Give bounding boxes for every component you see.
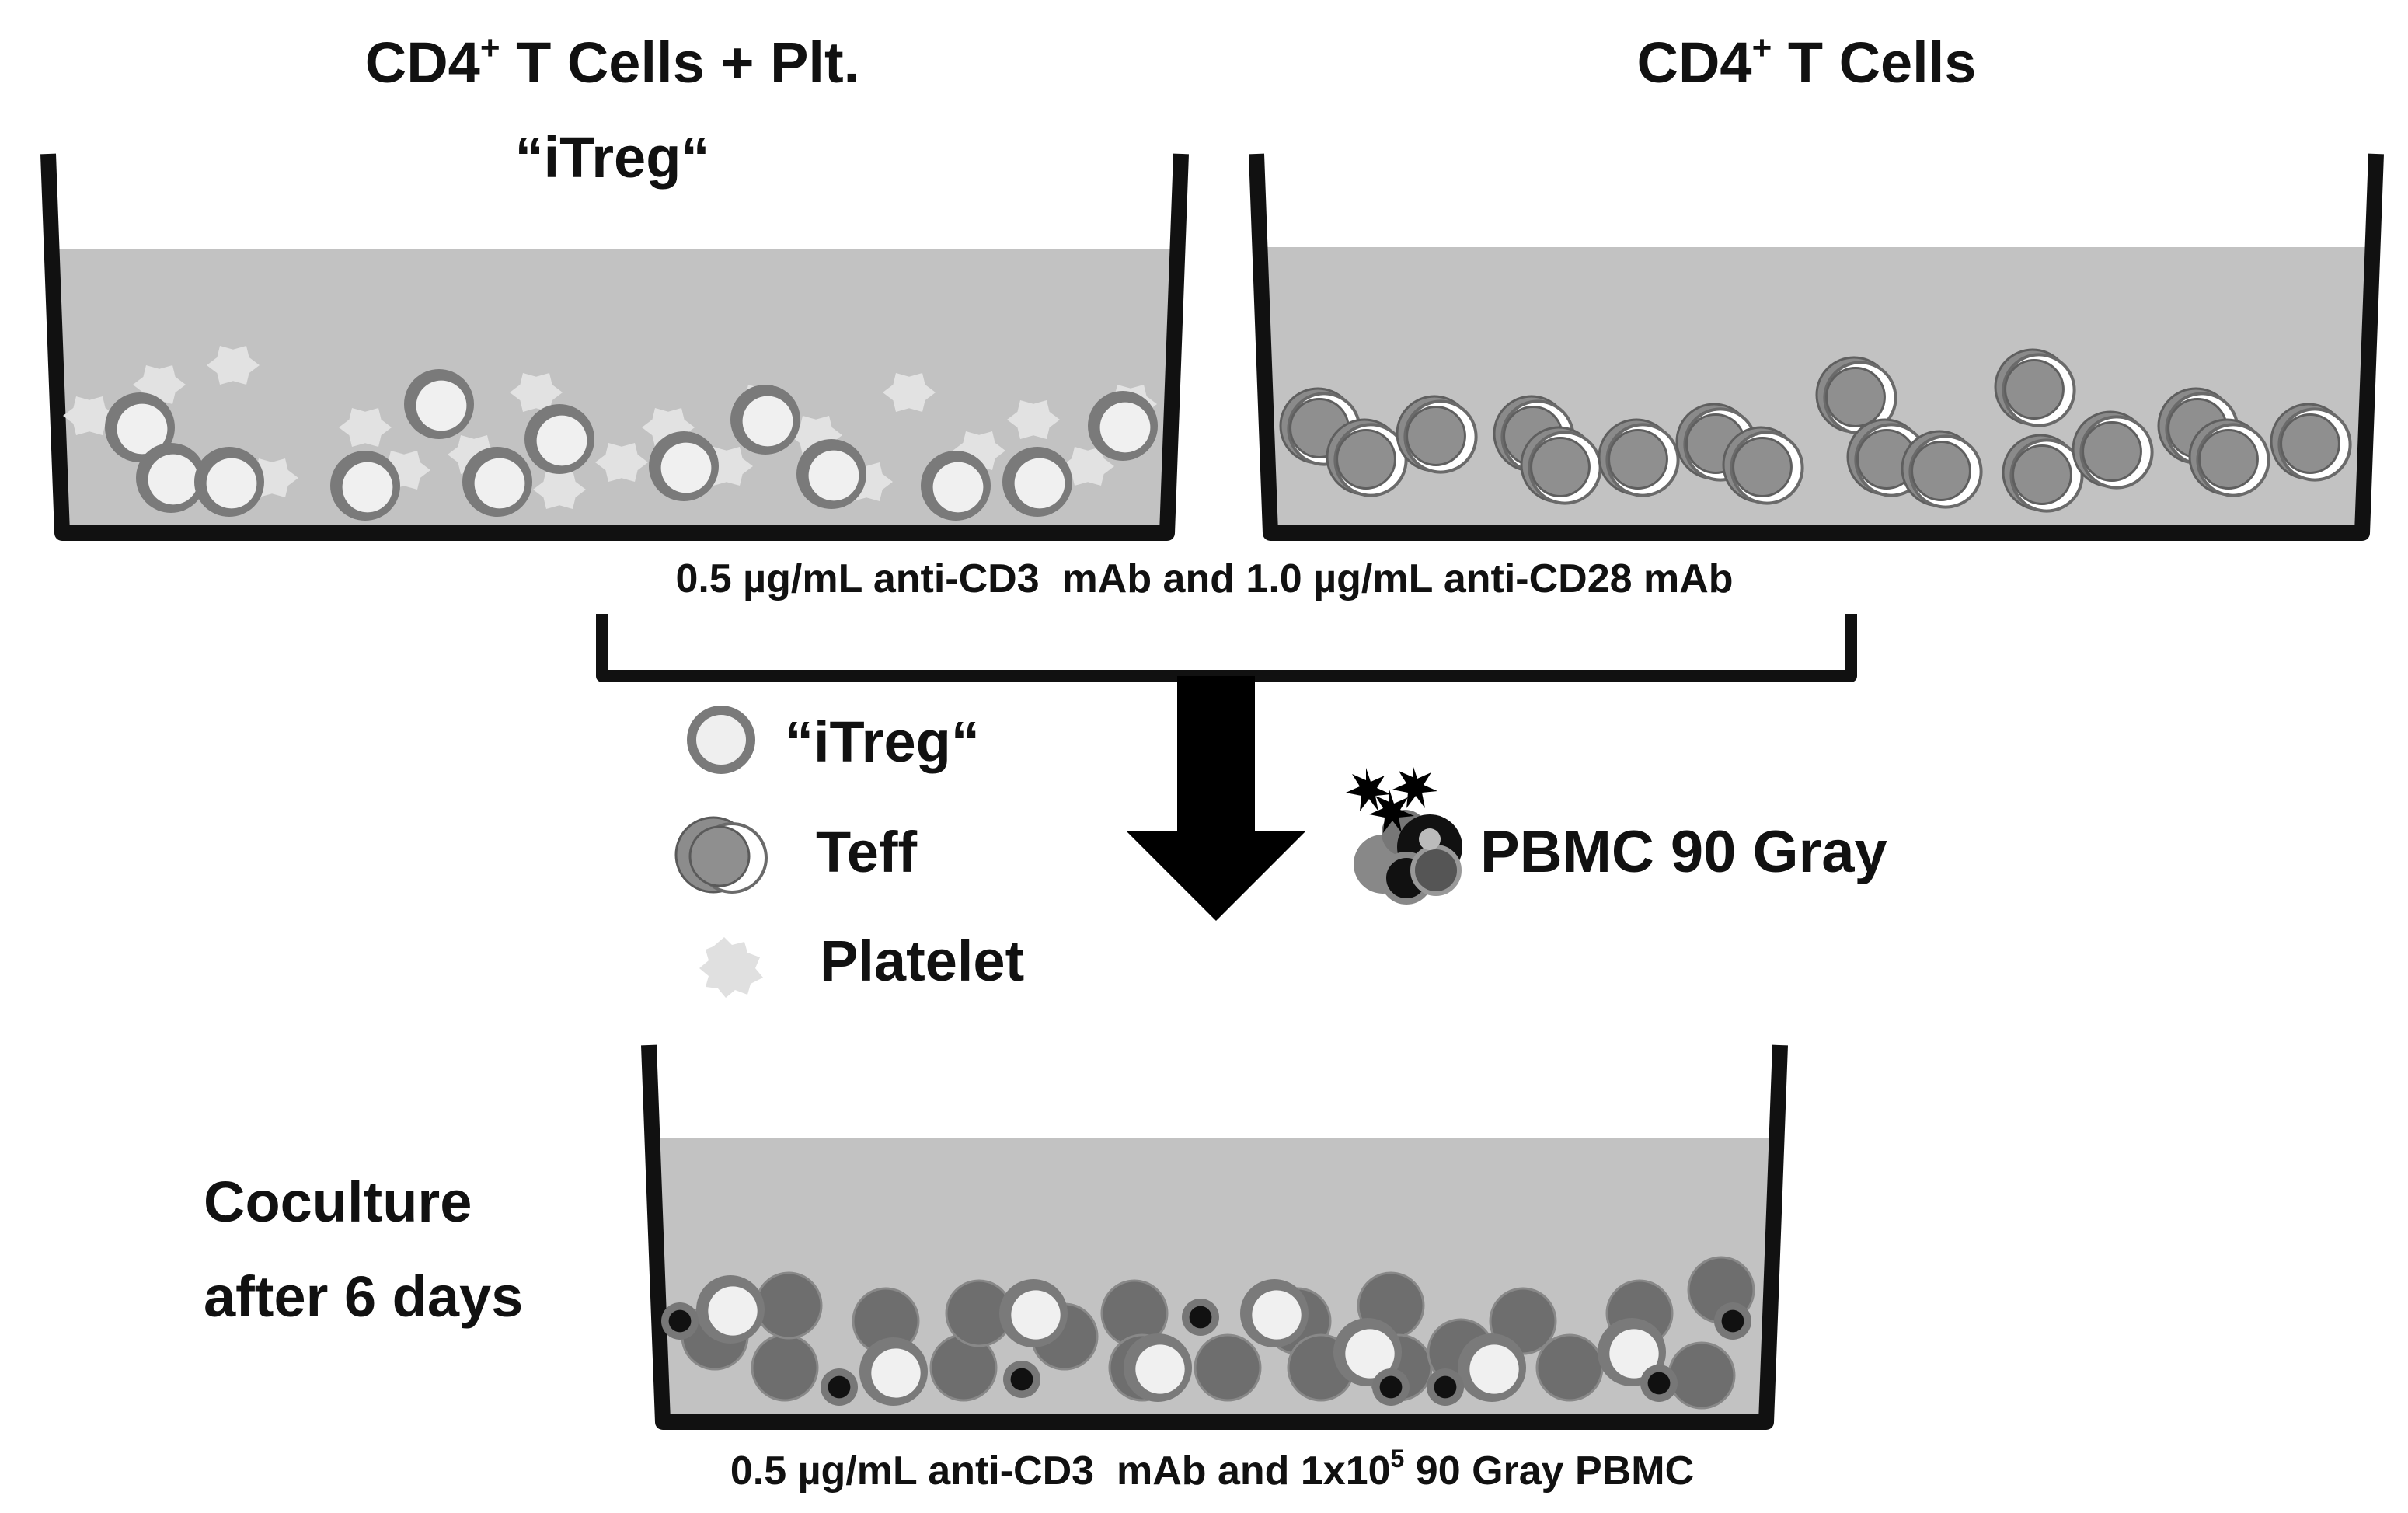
legend-teff-label: Teff [816,820,918,884]
itreg-cell [524,404,594,474]
platelet [1061,447,1114,486]
irradiated-pbmc [661,1302,699,1340]
itreg-cell [921,451,991,521]
right-well-wall [1249,153,2384,541]
itreg-cell [330,451,400,521]
coculture-label-line2: after 6 days [204,1264,523,1329]
teff-cell [2002,434,2084,513]
itreg-cell [105,392,175,462]
teff-cell [2188,418,2270,497]
right-well [1249,153,2384,541]
coculture-well-cells [661,1256,1755,1410]
pbmc-label: PBMC 90 Gray [1480,819,1887,885]
coculture-well-wall [641,1044,1788,1430]
irradiated-pbmc [1714,1302,1751,1340]
stimulation-label: 0.5 µg/mL anti-CD3 mAb and 1.0 µg/mL ant… [675,556,1733,601]
itreg-cell [730,385,800,455]
dark-cell [1194,1333,1262,1402]
coculture-label-line1: Coculture [204,1170,472,1234]
dark-cell [751,1333,819,1402]
itreg-cell [1124,1333,1192,1402]
teff-cell [2270,403,2352,482]
legend-platelet-icon [699,937,763,998]
legend-itreg-icon [687,706,755,774]
right-well-cells [1279,348,2352,513]
teff-cell [1815,356,1897,435]
platelet [339,408,392,447]
irradiated-pbmc [1427,1368,1464,1406]
platelet [207,346,260,385]
itreg-cell [999,1279,1068,1347]
itreg-cell [1240,1279,1309,1347]
dark-cell [1535,1333,1604,1402]
itreg-cell [796,439,866,509]
teff-cell [1901,430,1983,509]
left-well [40,153,1189,541]
itreg-cell [194,447,264,517]
irradiated-pbmc [1640,1365,1678,1402]
left-well-title-line1: CD4+ T Cells + Plt. [365,29,859,95]
down-arrow [1127,676,1305,921]
platelet [1007,400,1060,439]
itreg-cell [1458,1333,1526,1402]
teff-cell [2072,410,2154,490]
right-well-title: CD4+ T Cells [1637,29,1977,95]
legend-teff-icon [674,816,768,894]
irradiated-pbmc [1003,1361,1040,1398]
dark-cell [1667,1341,1736,1410]
platelet [533,470,586,509]
irradiated-pbmc [1372,1368,1410,1406]
itreg-cell [859,1337,928,1406]
pbmc-irradiated-icon [1346,765,1462,905]
irradiated-pbmc [821,1368,858,1406]
left-well-cells [63,346,1158,521]
teff-cell [1326,418,1408,497]
left-well-title-line2: “iTreg“ [515,125,710,190]
teff-cell [1520,426,1602,505]
itreg-cell [1002,447,1072,517]
itreg-cell [1333,1318,1402,1386]
legend-itreg-label: “iTreg“ [785,709,980,774]
itreg-cell [136,443,206,513]
platelet [883,373,936,412]
irradiated-pbmc [1182,1299,1219,1336]
teff-cell [1722,426,1804,505]
itreg-cell [696,1275,765,1344]
platelet [510,373,563,412]
itreg-cell [1088,391,1158,461]
teff-cell [1396,395,1478,474]
teff-cell [1994,348,2076,427]
itreg-cell [462,447,532,517]
platelet [63,396,116,435]
teff-cell [1598,418,1680,497]
left-well-wall [40,153,1189,541]
platelet [595,443,648,482]
legend-platelet-label: Platelet [820,929,1024,993]
itreg-cell [649,431,719,501]
itreg-cell [404,369,474,439]
dark-cell [754,1271,823,1340]
coculture-well [641,1044,1788,1430]
coculture-condition-label: 0.5 µg/mL anti-CD3 mAb and 1x105 90 Gray… [730,1445,1694,1494]
legend: “iTreg“ Teff Platelet [674,706,1024,998]
